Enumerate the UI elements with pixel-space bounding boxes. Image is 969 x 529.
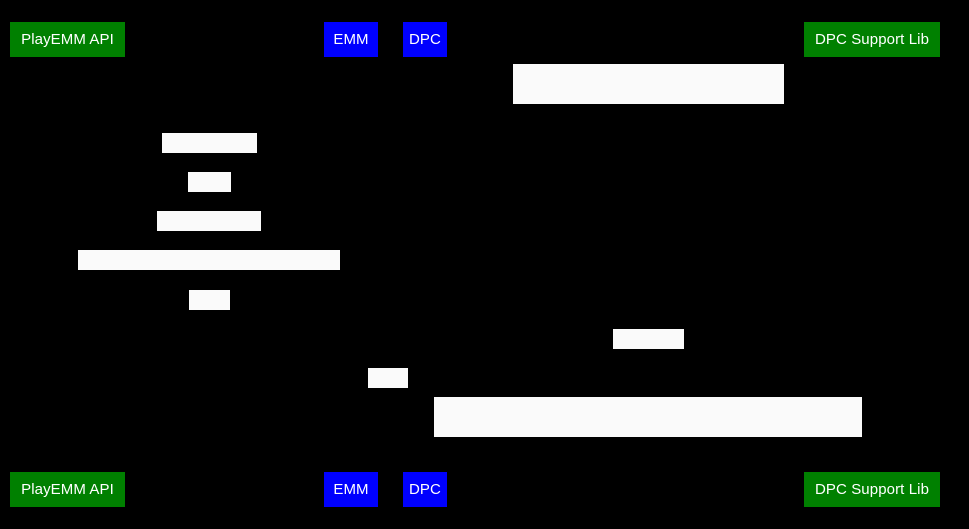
- participant-dpc-support-lib-bottom-label: DPC Support Lib: [814, 481, 930, 498]
- message-label-ensure-working-environment-line1: androidForWorkAccountSupport: [545, 104, 752, 120]
- arrow-token-to-dpc: [351, 388, 425, 389]
- participant-playemm-api-top-label: PlayEMM API: [21, 31, 114, 48]
- participant-emm-bottom-label: EMM: [333, 481, 369, 498]
- message-label-token-to-dpc: token: [368, 368, 408, 423]
- participant-dpc-support-lib-top[interactable]: DPC Support Lib: [804, 22, 940, 57]
- participant-dpc-bottom-label: DPC: [409, 481, 441, 498]
- participant-dpc-bottom[interactable]: DPC: [403, 472, 447, 507]
- participant-playemm-api-bottom-label: PlayEMM API: [21, 481, 114, 498]
- message-label-token-to-emm-line1: token: [191, 329, 228, 345]
- message-label-user-id: userID: [188, 172, 232, 227]
- message-label-callback-line1: callback(): [617, 368, 680, 384]
- participant-dpc-top-label: DPC: [409, 31, 441, 48]
- participant-dpc-support-lib-top-label: DPC Support Lib: [814, 31, 930, 48]
- message-label-users-insert: users.insert(): [162, 133, 257, 188]
- lifeline-dpc: [425, 57, 426, 472]
- arrow-ensure-working-environment: [425, 104, 871, 105]
- participant-emm-top[interactable]: EMM: [324, 22, 378, 57]
- message-label-add-android-for-work-account: androidForWorkAccountSupport .addAndroid…: [434, 397, 862, 510]
- message-label-token-to-dpc-line1: token: [370, 407, 406, 423]
- message-label-users-generate-authentication-token: users.generateAuthenticationToken(): [78, 250, 340, 305]
- message-label-ensure-working-environment-line2: .ensureWorkingEnvironment(callback): [526, 161, 771, 177]
- participant-emm-bottom[interactable]: EMM: [324, 472, 378, 507]
- arrow-users-update: [67, 231, 351, 232]
- lifeline-dpc-support-lib: [871, 57, 872, 472]
- participant-dpc-support-lib-bottom[interactable]: DPC Support Lib: [804, 472, 940, 507]
- lifeline-emm: [351, 57, 352, 472]
- message-label-callback: callback(): [613, 329, 684, 384]
- message-label-token-to-emm: token: [189, 290, 230, 345]
- message-label-users-update: users.update(): [157, 211, 261, 266]
- participant-playemm-api-bottom[interactable]: PlayEMM API: [10, 472, 125, 507]
- participant-playemm-api-top[interactable]: PlayEMM API: [10, 22, 125, 57]
- arrow-add-android-for-work-account: [425, 437, 871, 438]
- message-label-ensure-working-environment: androidForWorkAccountSupport .ensureWork…: [513, 64, 784, 177]
- participant-dpc-top[interactable]: DPC: [403, 22, 447, 57]
- lifeline-playemm-api: [67, 57, 68, 472]
- arrow-token-to-emm: [67, 310, 351, 311]
- message-label-add-android-for-work-account-line2: .addAndroidForWorkAccount(token, account…: [454, 494, 842, 510]
- participant-emm-top-label: EMM: [333, 31, 369, 48]
- arrow-callback: [425, 349, 871, 350]
- arrow-user-id: [67, 192, 351, 193]
- arrow-users-insert: [67, 153, 351, 154]
- arrow-users-generate-authentication-token: [67, 270, 351, 271]
- message-label-add-android-for-work-account-line1: androidForWorkAccountSupport: [544, 437, 752, 453]
